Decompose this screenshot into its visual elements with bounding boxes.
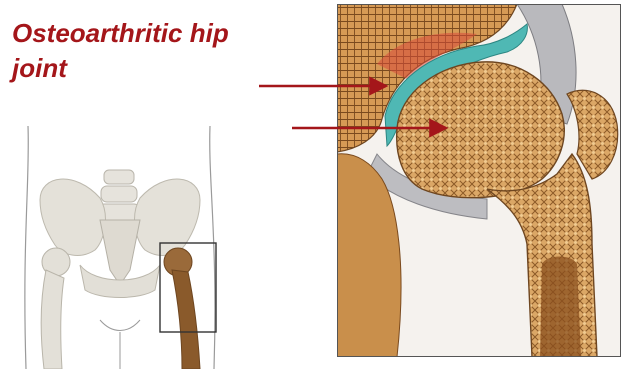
pointer-arrows xyxy=(0,0,623,369)
